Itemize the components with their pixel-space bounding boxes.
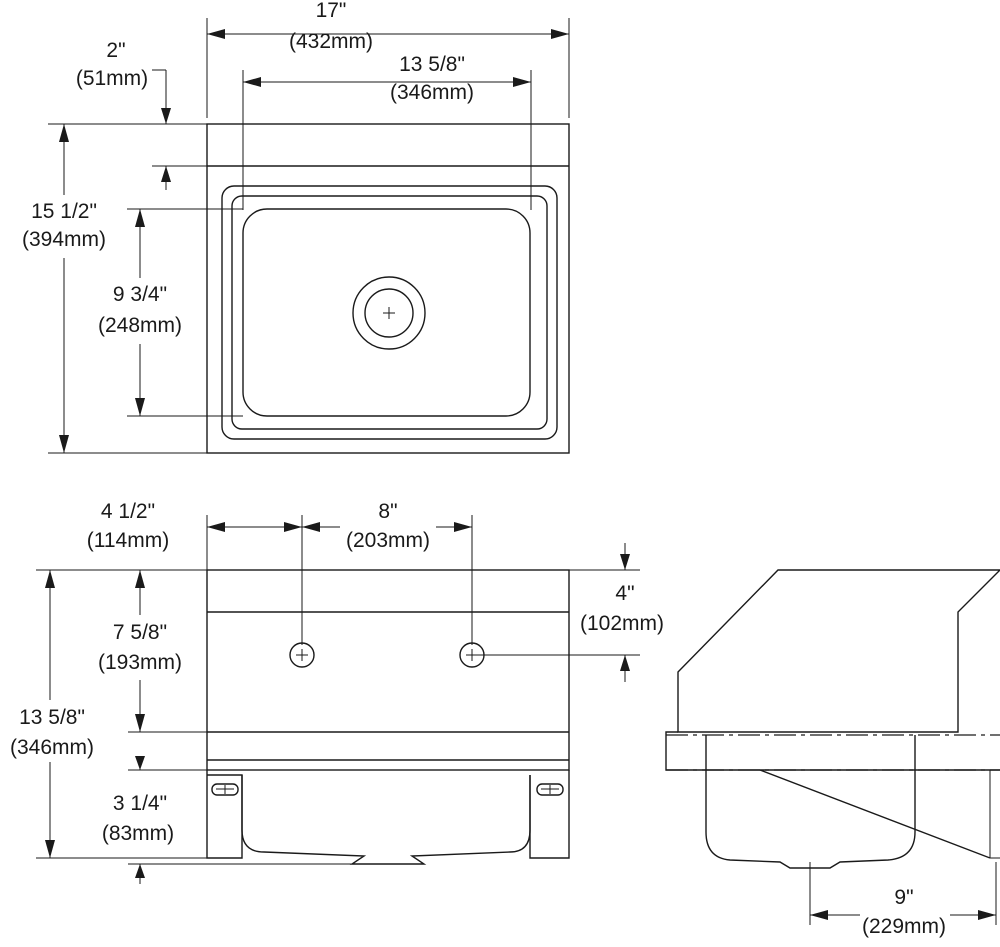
faucet-offset-metric: (114mm) — [87, 529, 169, 552]
bowl-front — [241, 775, 531, 865]
overall-width-metric: (432mm) — [289, 30, 373, 53]
bowl-rim-inner — [231, 195, 548, 430]
bowl-depth-imperial: 9 3/4" — [113, 283, 167, 306]
front-view — [206, 569, 570, 865]
bowl-drop-metric: (83mm) — [102, 822, 174, 845]
backsplash-height-imperial: 7 5/8" — [113, 621, 167, 644]
faucet-hole-height-metric: (102mm) — [580, 612, 664, 635]
faucet-hole-height-imperial: 4" — [615, 582, 634, 605]
backsplash-depth-metric: (51mm) — [76, 67, 148, 90]
side-bowl — [705, 735, 916, 869]
bowl-basin — [242, 208, 531, 417]
side-bracket — [759, 769, 991, 859]
overall-width-imperial: 17" — [316, 0, 347, 22]
faucet-offset-imperial: 4 1/2" — [101, 500, 155, 523]
overall-height-metric: (346mm) — [10, 736, 94, 759]
top-view — [206, 123, 570, 454]
backsplash-depth-imperial: 2" — [106, 39, 125, 62]
top-view-dimensions: 17" (432mm) 13 5/8" (346mm) 2" (51mm) 15… — [22, 0, 570, 454]
bowl-depth-metric: (248mm) — [98, 314, 182, 337]
side-profile — [677, 569, 1000, 733]
overall-height-imperial: 13 5/8" — [19, 706, 85, 729]
drain-inner — [364, 288, 414, 338]
faucet-spacing-metric: (203mm) — [346, 529, 430, 552]
drain-offset-metric: (229mm) — [862, 915, 946, 938]
overall-depth-imperial: 15 1/2" — [31, 200, 97, 223]
front-view-dimensions: 4 1/2" (114mm) 8" (203mm) 4" (102mm) 7 5… — [10, 500, 664, 884]
bowl-rim-outer — [221, 185, 558, 440]
side-view — [665, 569, 1000, 869]
backsplash-panel — [206, 569, 570, 771]
overall-depth-metric: (394mm) — [22, 228, 106, 251]
drain-offset-imperial: 9" — [894, 886, 913, 909]
side-profile-lower — [665, 731, 1000, 771]
side-view-dimensions: 9" (229mm) — [809, 862, 997, 938]
faucet-spacing-imperial: 8" — [378, 500, 397, 523]
drain-outer — [352, 276, 426, 350]
backsplash-height-metric: (193mm) — [98, 651, 182, 674]
bowl-width-metric: (346mm) — [390, 81, 474, 104]
bracket-left — [206, 770, 243, 859]
bowl-drop-imperial: 3 1/4" — [113, 792, 167, 815]
bowl-width-imperial: 13 5/8" — [399, 53, 465, 76]
sink-outline-top — [206, 123, 570, 454]
bracket-right — [529, 770, 570, 859]
